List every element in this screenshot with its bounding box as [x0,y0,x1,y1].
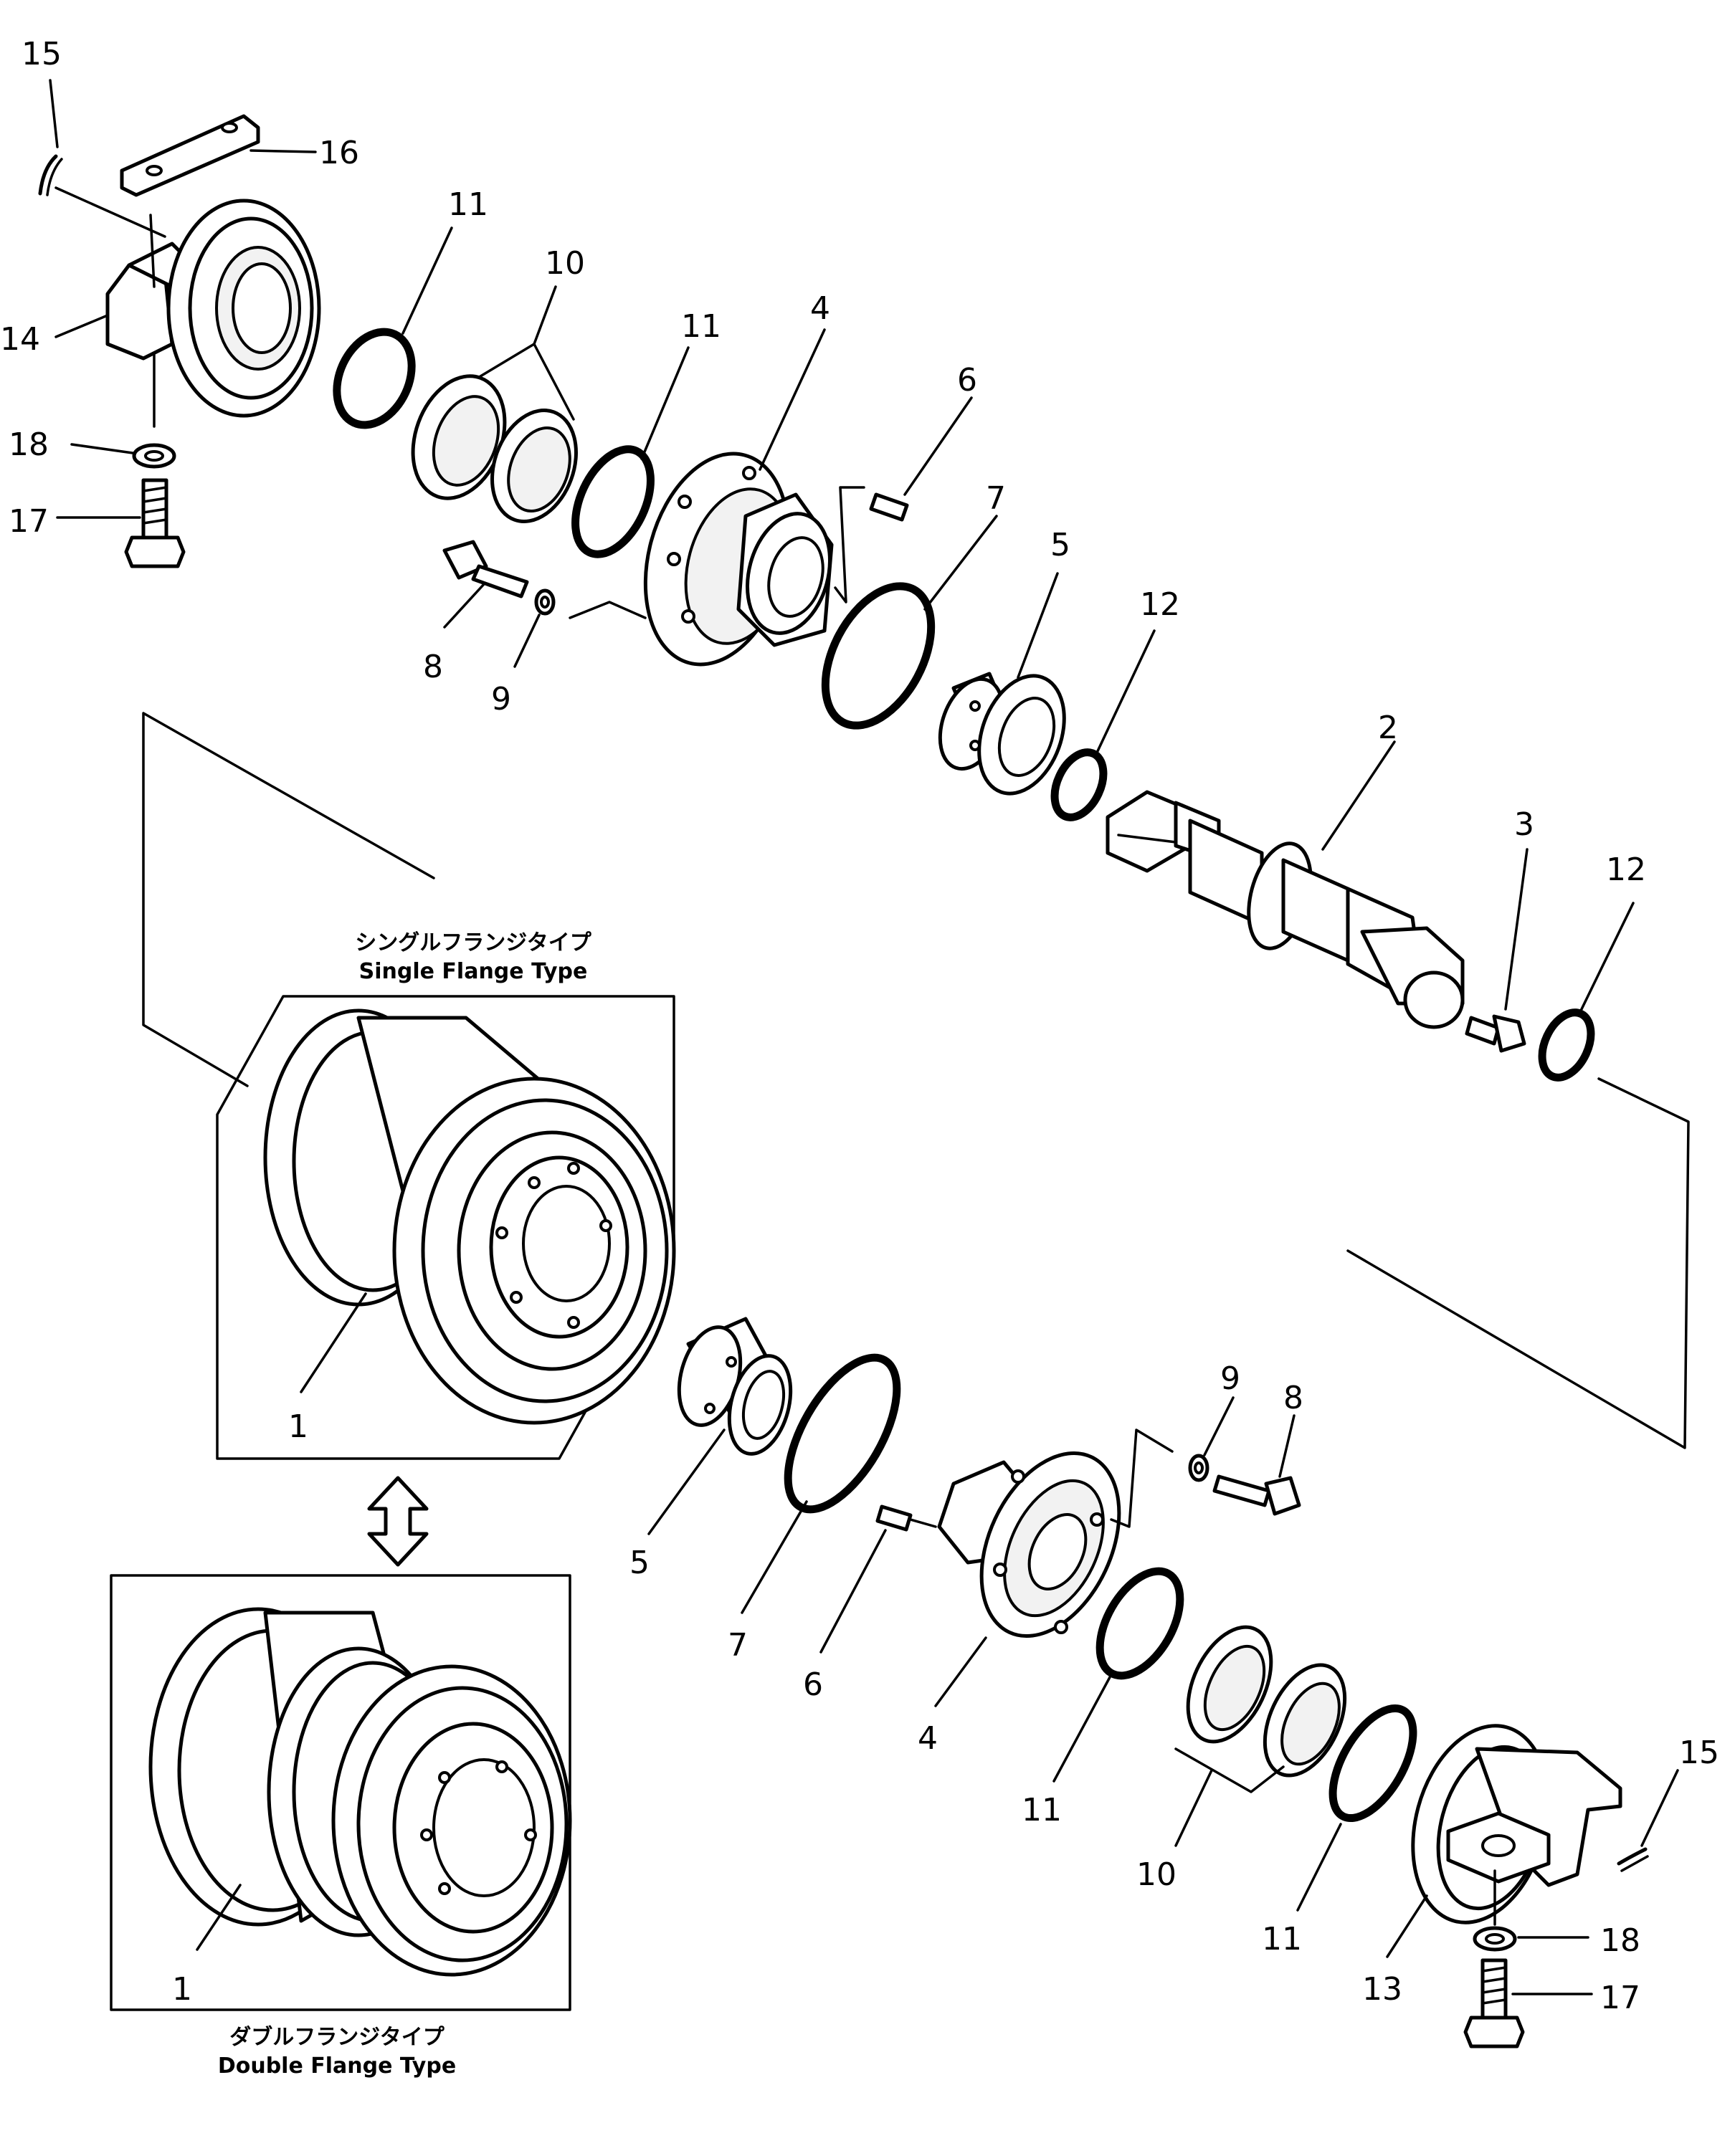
callout-10: 10 [1136,1856,1177,1893]
callout-9: 9 [491,681,511,717]
double-flange-box [110,1574,572,2011]
o-ring-11-bottom-b [1328,1704,1417,1823]
callout-3: 3 [1514,806,1534,843]
callout-18: 18 [1600,1922,1640,1959]
double-flange-caption-en: Double Flange Type [218,2054,456,2079]
bushing-5-top [938,672,1066,796]
callout-15: 15 [1679,1735,1719,1771]
o-ring-11-top-b [571,445,655,558]
housing-4-top [643,452,834,667]
seal-10-bottom [1186,1625,1347,1778]
callout-6: 6 [957,362,977,399]
washer-18-bottom [1473,1926,1517,1952]
washer-9-top [534,588,556,616]
washer-18-top [132,443,176,469]
callout-17: 17 [1600,1980,1640,2016]
callout-7: 7 [986,480,1006,517]
callout-11: 11 [1262,1921,1302,1957]
callout-16: 16 [319,135,359,171]
callout-2: 2 [1378,710,1398,746]
callout-14: 14 [0,321,40,358]
callout-5: 5 [629,1545,650,1581]
o-ring-7-top [821,582,936,730]
callout-10: 10 [545,245,585,282]
o-ring-12-top-b [1538,1008,1595,1082]
captions: シングルフランジタイプ Single Flange Type ダブルフランジタイ… [218,930,592,2079]
dowel-6-top [869,492,909,522]
callout-17: 17 [9,503,49,540]
single-flange-caption-en: Single Flange Type [359,959,588,984]
callout-11: 11 [1022,1792,1062,1828]
callout-7: 7 [728,1627,748,1664]
o-ring-11-bottom-a [1095,1567,1184,1680]
single-flange-box [216,995,676,1460]
o-ring-7-bottom [784,1353,901,1514]
callout-6: 6 [803,1666,823,1703]
callout-1: 1 [172,1971,192,2008]
housing-4-bottom [937,1451,1121,1639]
callout-numbers: 15 16 14 18 17 11 10 11 4 6 7 5 8 9 12 2… [0,36,1719,2016]
callout-5: 5 [1050,527,1070,563]
callout-9: 9 [1220,1360,1240,1397]
callout-12: 12 [1606,852,1646,888]
pin-15-top [38,154,63,196]
callout-15: 15 [22,36,62,72]
callout-18: 18 [9,426,49,463]
swap-arrow [367,1476,429,1567]
collar-13 [1411,1724,1622,1924]
callout-8: 8 [1283,1380,1303,1416]
plate-16 [120,114,260,197]
collar-14 [105,199,321,418]
callout-4: 4 [918,1720,938,1757]
washer-9-bottom [1188,1454,1209,1482]
o-ring-11-top-a [333,328,416,429]
bolt-8-top [442,540,529,598]
pin-15-bottom [1617,1847,1649,1872]
callout-12: 12 [1140,586,1180,623]
callout-13: 13 [1362,1971,1402,2008]
callout-4: 4 [810,290,830,327]
callout-1: 1 [288,1408,308,1445]
bolt-17-bottom [1463,1958,1525,2048]
dowel-6-bottom [875,1504,913,1532]
double-flange-caption-jp: ダブルフランジタイプ [229,2025,445,2050]
callout-11: 11 [448,186,488,223]
bushing-5-bottom [677,1317,793,1456]
shaft-2 [1106,790,1465,1029]
seal-10-top [411,374,578,523]
callout-8: 8 [423,649,443,685]
callout-11: 11 [681,308,721,345]
bolt-8-bottom [1212,1474,1301,1516]
bolt-3 [1465,1014,1526,1053]
single-flange-caption-jp: シングルフランジタイプ [355,930,591,955]
bolt-17-top [124,478,186,568]
o-ring-12-top-a [1050,748,1108,821]
